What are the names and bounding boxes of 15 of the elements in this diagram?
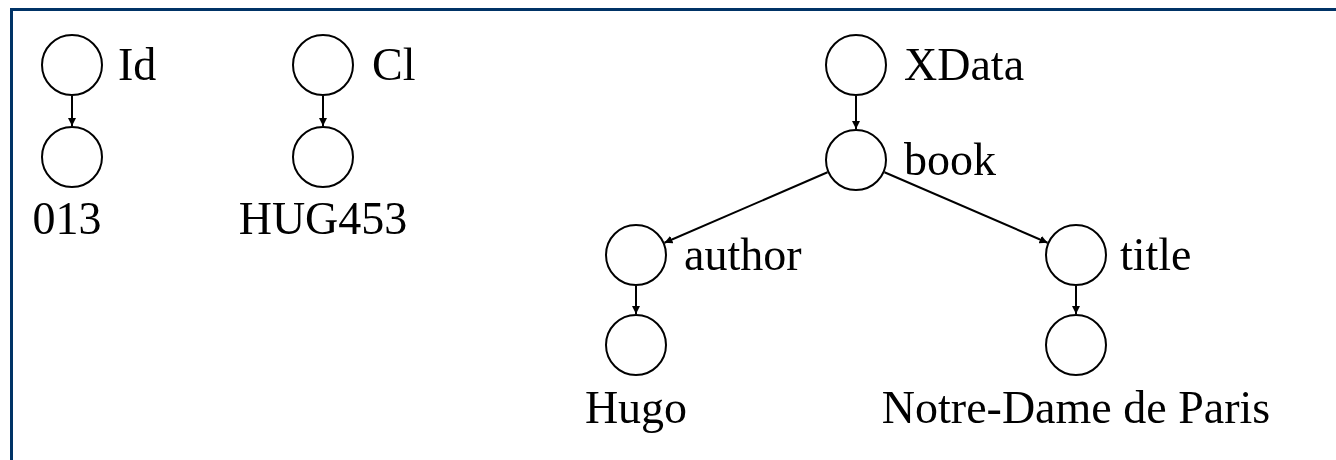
node-label: HUG453 [238, 196, 408, 242]
node-label: author [684, 232, 802, 278]
arrow [852, 95, 860, 130]
node-label: Notre-Dame de Paris [881, 385, 1271, 431]
arrow [632, 285, 640, 315]
arrow [1072, 285, 1080, 315]
arrow [68, 95, 76, 127]
node-label: XData [904, 42, 1025, 88]
arrow [319, 95, 327, 127]
node-label: Hugo [584, 385, 688, 431]
node-label: title [1120, 232, 1192, 278]
node-label: 013 [32, 196, 102, 242]
node-label: Id [118, 42, 157, 88]
node-label: Cl [372, 42, 416, 88]
node-label: book [904, 137, 996, 183]
